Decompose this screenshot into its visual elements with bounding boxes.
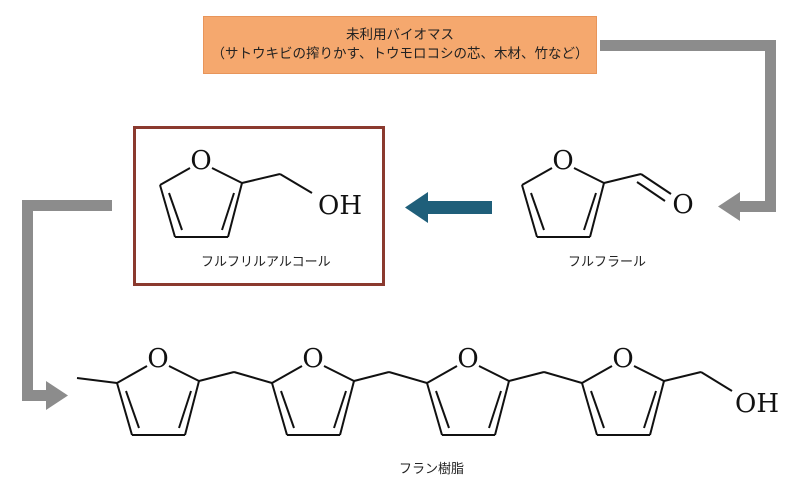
aldehyde-bond (603, 173, 642, 184)
ring-double-bond (488, 390, 502, 429)
carbonyl-double-bond (636, 181, 666, 202)
ch2-oh-bond (700, 371, 733, 392)
ring-double-bond (221, 192, 235, 231)
ring-double-bond (280, 390, 295, 429)
ring-bond (573, 167, 605, 184)
terminal-hydroxyl-group: OH (735, 389, 779, 419)
ring-bond (271, 382, 288, 436)
furfuryl-alcohol-highlight-box (133, 126, 385, 286)
ring-bond (339, 380, 355, 436)
ring-bond (494, 380, 510, 436)
methylene-bridge-bond (388, 371, 428, 384)
carbonyl-double-bond (640, 173, 672, 195)
methylene-bridge-bond (198, 371, 235, 382)
ring-bond (521, 167, 553, 186)
ring-oxygen-atom: O (457, 344, 478, 374)
ring-oxygen-atom: O (552, 146, 573, 176)
ring-bond (649, 380, 665, 436)
ring-bond (323, 365, 355, 382)
furfuryl-alcohol-label: フルフリルアルコール (201, 255, 331, 270)
ring-bond (159, 167, 191, 186)
furfural-label: フルフラール (568, 255, 647, 270)
ring-oxygen-atom: O (612, 344, 633, 374)
ring-bond (116, 365, 148, 384)
methylene-bridge-bond (543, 371, 583, 384)
ring-double-bond (643, 390, 657, 429)
ring-oxygen-atom: O (190, 146, 211, 176)
ring-double-bond (435, 390, 450, 429)
ring-bond (168, 365, 200, 382)
ring-bond (426, 382, 443, 436)
ch2-bond (663, 371, 702, 382)
arrow-furfural-to-furfuryl-alcohol (405, 192, 492, 223)
ring-double-bond (168, 192, 183, 231)
methylene-bridge-bond (233, 371, 273, 384)
methylene-bridge-bond (508, 371, 545, 382)
ch2-bond (241, 173, 281, 184)
methyl-end-bond (76, 377, 118, 384)
ring-double-bond (178, 390, 192, 429)
ring-bond (426, 365, 458, 384)
arrow-furfuryl-alcohol-to-resin (22, 200, 112, 410)
arrow-biomass-to-furfural (600, 40, 776, 221)
ring-bond (633, 365, 665, 382)
biomass-title: 未利用バイオマス (346, 27, 454, 43)
biomass-examples: （サトウキビの搾りかす、トウモロコシの芯、木材、竹など） (211, 46, 589, 62)
ring-oxygen-atom: O (147, 344, 168, 374)
unused-biomass-box: 未利用バイオマス （サトウキビの搾りかす、トウモロコシの芯、木材、竹など） (203, 16, 597, 74)
furan-resin-label: フラン樹脂 (399, 462, 465, 477)
ring-bond (271, 365, 303, 384)
ring-bond (227, 182, 243, 238)
ring-double-bond (333, 390, 347, 429)
ring-double-bond (530, 192, 545, 231)
ring-bond (589, 182, 605, 238)
ring-bond (521, 184, 538, 238)
ring-bond (478, 365, 510, 382)
carbonyl-oxygen-atom: O (672, 190, 693, 220)
ring-oxygen-atom: O (302, 344, 323, 374)
hydroxyl-group: OH (318, 191, 362, 221)
ring-bond (184, 380, 200, 436)
ring-bond (116, 382, 133, 436)
ring-bond (581, 382, 598, 436)
ring-bond (211, 167, 243, 184)
ring-double-bond (590, 390, 605, 429)
ring-bond (159, 184, 176, 238)
ring-double-bond (125, 390, 140, 429)
ch2-oh-bond (279, 173, 313, 194)
methylene-bridge-bond (353, 371, 390, 382)
ring-bond (581, 365, 613, 384)
ring-double-bond (583, 192, 597, 231)
